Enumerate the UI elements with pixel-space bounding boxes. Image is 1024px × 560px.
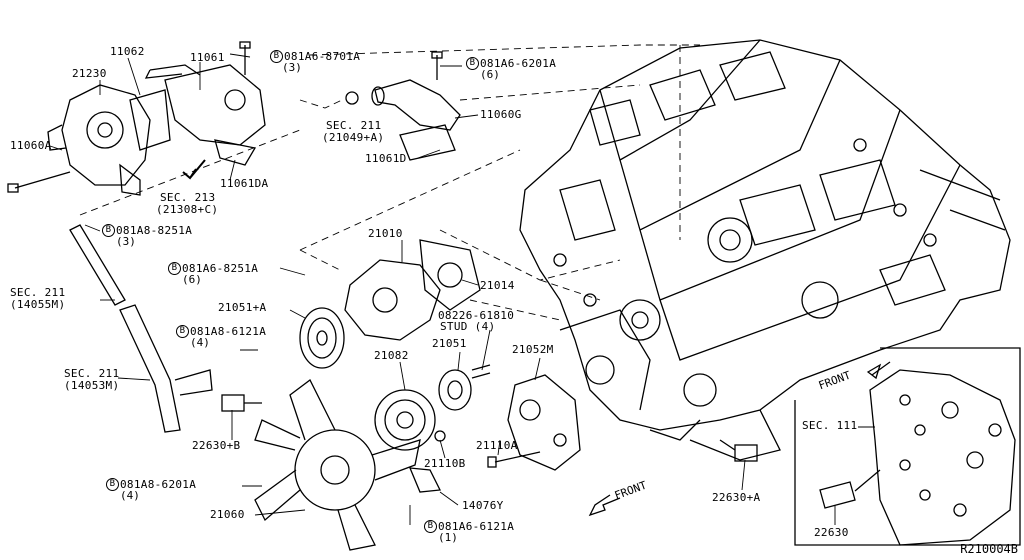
label-21051: 21051 bbox=[432, 337, 467, 350]
bolt-b7-qty: (1) bbox=[438, 531, 458, 544]
label-21230: 21230 bbox=[72, 67, 107, 80]
label-11061da: 11061DA bbox=[220, 177, 269, 190]
stud-08226-61810 bbox=[471, 364, 491, 379]
sec-213-21308c: SEC. 213 (21308+C) bbox=[156, 191, 218, 216]
label-21082: 21082 bbox=[374, 349, 409, 362]
bolt-081a6-8701a bbox=[239, 41, 251, 75]
water-outlet-pipe-11060g bbox=[345, 79, 461, 131]
bolt-b7-code: 081A6-6121A bbox=[438, 519, 515, 533]
bolt-b2-qty: (6) bbox=[480, 68, 500, 81]
fan-clutch-21082 bbox=[374, 389, 436, 451]
stud-text: STUD bbox=[440, 320, 468, 333]
label-21110b: 21110B bbox=[424, 457, 466, 470]
gasket-11061d bbox=[399, 124, 456, 161]
bolt-b3-qty: (3) bbox=[116, 235, 136, 248]
label-22630: 22630 bbox=[814, 526, 849, 539]
front-arrow-main bbox=[588, 494, 621, 517]
sec-111: SEC. 111 bbox=[802, 419, 858, 432]
gasket-11062 bbox=[129, 89, 171, 151]
bolt-b1-code: 081A6-8701A bbox=[284, 49, 361, 63]
water-outlet-11061 bbox=[144, 64, 266, 146]
bolt-b7-symbol: B bbox=[424, 520, 437, 533]
diagram-reference-code: R210004B bbox=[960, 542, 1018, 556]
bolt-b5-code: 081A8-6121A bbox=[190, 324, 267, 338]
label-11062: 11062 bbox=[110, 45, 145, 58]
stud-qty: (4) bbox=[474, 320, 496, 333]
bolt-b5-symbol: B bbox=[176, 325, 189, 338]
sec-211-21049a: SEC. 211 (21049+A) bbox=[322, 119, 384, 144]
label-11061d: 11061D bbox=[365, 152, 407, 165]
label-stud-code: 08226-61810 bbox=[438, 309, 515, 322]
sec-211-14053m: SEC. 211 (14053M) bbox=[64, 368, 119, 392]
bolt-b4-qty: (6) bbox=[182, 273, 202, 286]
fan-21060 bbox=[254, 379, 421, 551]
sec-211-14055m-line2: (14055M) bbox=[10, 298, 66, 311]
gasket-21014 bbox=[419, 239, 481, 311]
sec-211-14053m-line2: (14053M) bbox=[64, 379, 120, 392]
sec-211-14055m: SEC. 211 (14055M) bbox=[10, 287, 65, 311]
bolt-081a6-6201a bbox=[431, 51, 443, 80]
label-22630b: 22630+B bbox=[192, 439, 241, 452]
pulley-21051 bbox=[438, 369, 472, 411]
bolt-11060a bbox=[7, 171, 71, 193]
sec-211-21049a-line2: (21049+A) bbox=[322, 131, 385, 144]
label-21052m: 21052M bbox=[512, 343, 554, 356]
label-21010: 21010 bbox=[368, 227, 403, 240]
bolt-b1-symbol: B bbox=[270, 50, 283, 63]
bolt-21110a bbox=[487, 451, 541, 468]
label-22630a: 22630+A bbox=[712, 491, 761, 504]
water-hose-14055m bbox=[69, 224, 126, 306]
label-21110a: 21110A bbox=[476, 439, 518, 452]
bolt-b4-symbol: B bbox=[168, 262, 181, 275]
sec-213-line2: (21308+C) bbox=[156, 203, 219, 216]
bolt-b2-code: 081A6-6201A bbox=[480, 56, 557, 70]
sec-211-14053m-line1: SEC. 211 bbox=[64, 367, 120, 380]
nut-21110b bbox=[434, 430, 446, 442]
label-21060: 21060 bbox=[210, 508, 245, 521]
bolt-b5-qty: (4) bbox=[190, 336, 210, 349]
bracket-14076y bbox=[408, 467, 442, 493]
label-11060g: 11060G bbox=[480, 108, 522, 121]
bolt-b4-code: 081A6-8251A bbox=[182, 261, 259, 275]
water-pump-21010 bbox=[344, 259, 441, 341]
label-21014: 21014 bbox=[480, 279, 515, 292]
bracket-21052m bbox=[507, 374, 581, 471]
bolt-b6-code: 081A8-6201A bbox=[120, 477, 197, 491]
sensor-22630a bbox=[719, 439, 758, 462]
bolt-b3-code: 081A8-8251A bbox=[116, 223, 193, 237]
front-arrow-inset bbox=[866, 361, 891, 380]
sensor-22630b bbox=[221, 394, 262, 412]
label-14076y: 14076Y bbox=[462, 499, 504, 512]
label-11060a: 11060A bbox=[10, 139, 52, 152]
sec213-arrow bbox=[182, 159, 206, 180]
bolt-b6-symbol: B bbox=[106, 478, 119, 491]
bolt-b6-qty: (4) bbox=[120, 489, 140, 502]
sec-213-line1: SEC. 213 bbox=[160, 191, 216, 204]
pulley-21051a bbox=[299, 307, 345, 369]
sec-211-14055m-line1: SEC. 211 bbox=[10, 286, 66, 299]
label-11061: 11061 bbox=[190, 51, 225, 64]
engine-block bbox=[519, 39, 1011, 461]
inset-box bbox=[794, 347, 1021, 546]
label-stud-text: STUD (4) bbox=[440, 321, 495, 333]
gasket-11061da bbox=[214, 139, 257, 166]
bolt-b2-symbol: B bbox=[466, 57, 479, 70]
thermostat-housing bbox=[47, 84, 151, 196]
bolt-b1-qty: (3) bbox=[282, 61, 302, 74]
bolt-b3-symbol: B bbox=[102, 224, 115, 237]
water-pipe-14053m bbox=[119, 304, 213, 433]
label-21051a: 21051+A bbox=[218, 301, 267, 314]
sec-211-21049a-line1: SEC. 211 bbox=[326, 119, 382, 132]
